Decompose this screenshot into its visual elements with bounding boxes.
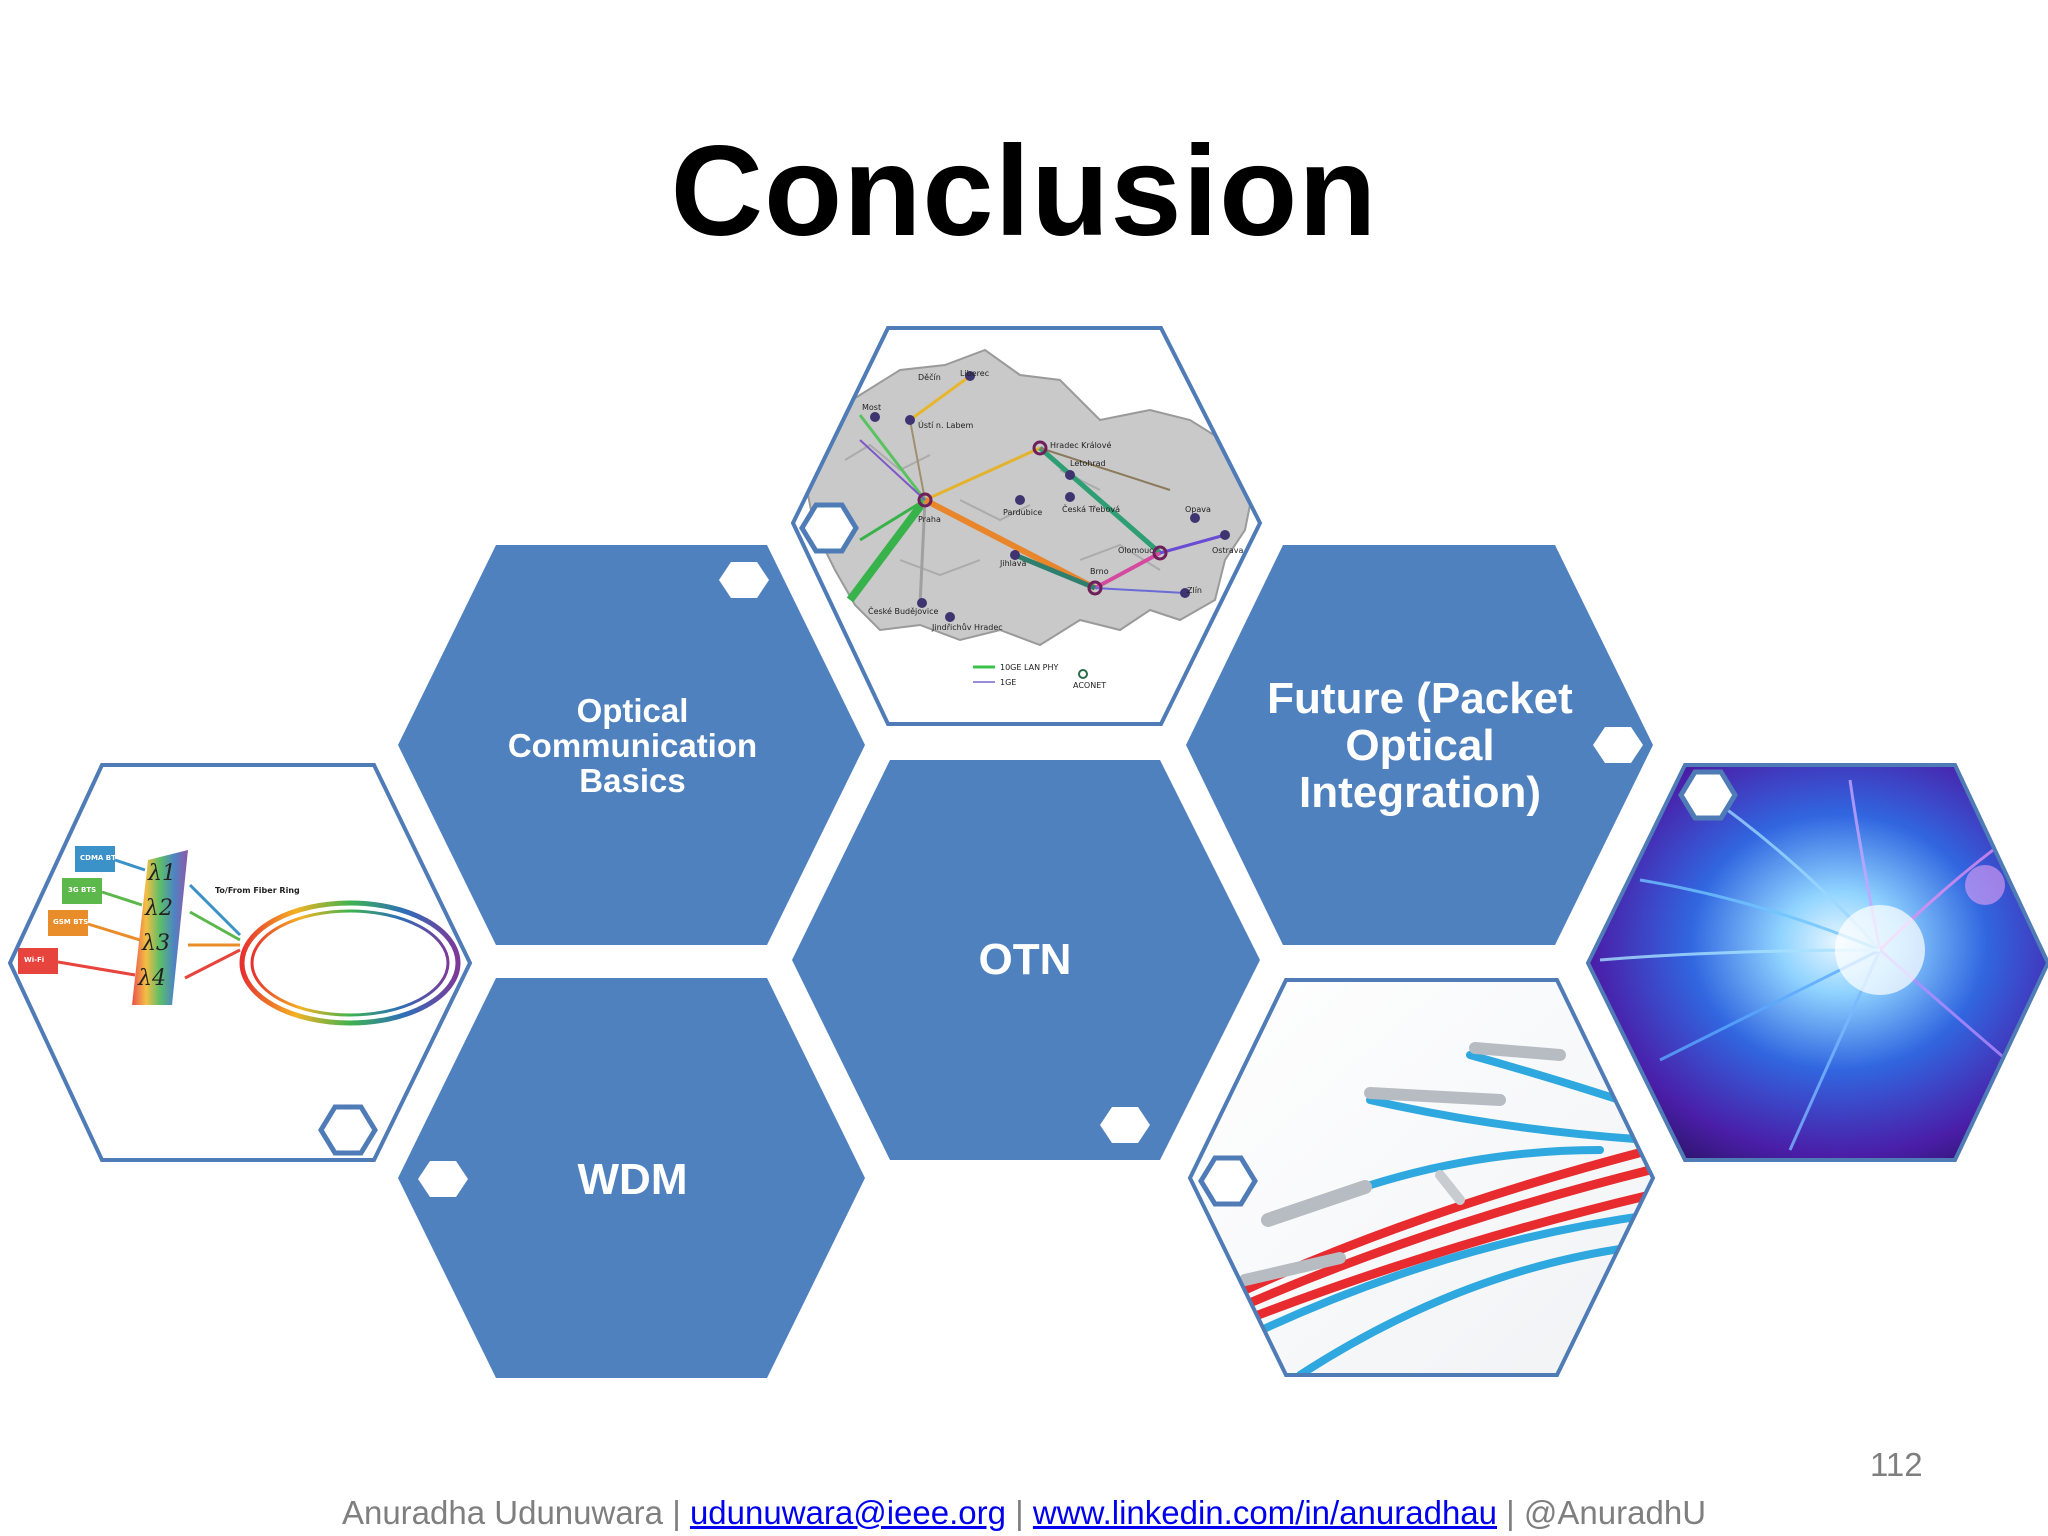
footer-author: Anuradha Udunuwara | bbox=[341, 1494, 690, 1531]
footer-separator: | bbox=[1005, 1494, 1033, 1531]
hex-wdm bbox=[398, 978, 865, 1378]
svg-text:10GE LAN PHY: 10GE LAN PHY bbox=[1000, 663, 1058, 672]
svg-text:ACONET: ACONET bbox=[1073, 681, 1106, 690]
svg-text:λ1: λ1 bbox=[147, 861, 176, 886]
svg-text:Hradec Králové: Hradec Králové bbox=[1050, 440, 1111, 450]
map-image: Děčín Liberec Most Ústí n. Labem Hradec … bbox=[790, 326, 1263, 726]
svg-text:Česká Třebová: Česká Třebová bbox=[1062, 503, 1120, 514]
svg-text:Ostrava: Ostrava bbox=[1212, 546, 1244, 555]
svg-text:1GE: 1GE bbox=[1000, 678, 1016, 687]
page-number: 112 bbox=[1870, 1446, 1923, 1483]
footer-linkedin-link[interactable]: www.linkedin.com/in/anuradhau bbox=[1032, 1494, 1498, 1531]
hex-accents bbox=[318, 502, 1738, 1207]
svg-text:3G BTS: 3G BTS bbox=[68, 886, 96, 894]
svg-text:Liberec: Liberec bbox=[960, 369, 989, 378]
svg-text:Zlín: Zlín bbox=[1187, 586, 1202, 595]
hex-future bbox=[1186, 545, 1653, 945]
svg-text:Olomouc: Olomouc bbox=[1118, 546, 1154, 555]
svg-text:To/From Fiber Ring: To/From Fiber Ring bbox=[215, 886, 300, 895]
hex-label-wdm: WDM bbox=[577, 1155, 688, 1204]
svg-text:Opava: Opava bbox=[1185, 505, 1211, 514]
svg-text:Wi-Fi: Wi-Fi bbox=[24, 956, 44, 964]
svg-text:Letohrad: Letohrad bbox=[1070, 459, 1106, 468]
hex-label-future: Future (Packet Optical Integration) bbox=[1267, 673, 1573, 817]
slide-title: Conclusion bbox=[670, 120, 1378, 263]
svg-text:Děčín: Děčín bbox=[918, 372, 941, 382]
svg-text:λ3: λ3 bbox=[141, 931, 170, 956]
footer-email-link[interactable]: udunuwara@ieee.org bbox=[689, 1494, 1006, 1531]
svg-text:λ2: λ2 bbox=[144, 896, 173, 921]
svg-text:CDMA BTS: CDMA BTS bbox=[80, 854, 121, 862]
svg-text:Most: Most bbox=[862, 403, 881, 412]
hex-label-otn: OTN bbox=[978, 935, 1072, 984]
footer-twitter-handle: | @AnuradhU bbox=[1497, 1494, 1707, 1531]
svg-text:Jindřichův Hradec: Jindřichův Hradec bbox=[931, 622, 1003, 632]
fiber-optics-image bbox=[1585, 763, 2048, 1162]
svg-text:GSM BTS: GSM BTS bbox=[53, 918, 88, 926]
hex-optical-basics bbox=[398, 545, 865, 945]
hex-label-optical-basics: Optical Communication Basics bbox=[507, 691, 758, 799]
wdm-diagram-image: CDMA BTS 3G BTS GSM BTS Wi-Fi λ1 λ2 λ3 λ… bbox=[7, 763, 473, 1162]
hex-otn bbox=[792, 760, 1260, 1160]
svg-text:Jihlava: Jihlava bbox=[999, 559, 1027, 568]
svg-text:Brno: Brno bbox=[1090, 567, 1109, 576]
footer: Anuradha Udunuwara | udunuwara@ieee.org … bbox=[0, 1494, 2048, 1532]
svg-text:České Budějovice: České Budějovice bbox=[868, 605, 939, 616]
svg-text:Pardubice: Pardubice bbox=[1003, 508, 1042, 517]
svg-text:Ústí n. Labem: Ústí n. Labem bbox=[918, 419, 973, 430]
svg-text:λ4: λ4 bbox=[137, 966, 166, 991]
svg-text:Praha: Praha bbox=[918, 515, 941, 524]
fiber-cables-image bbox=[1187, 978, 1656, 1377]
